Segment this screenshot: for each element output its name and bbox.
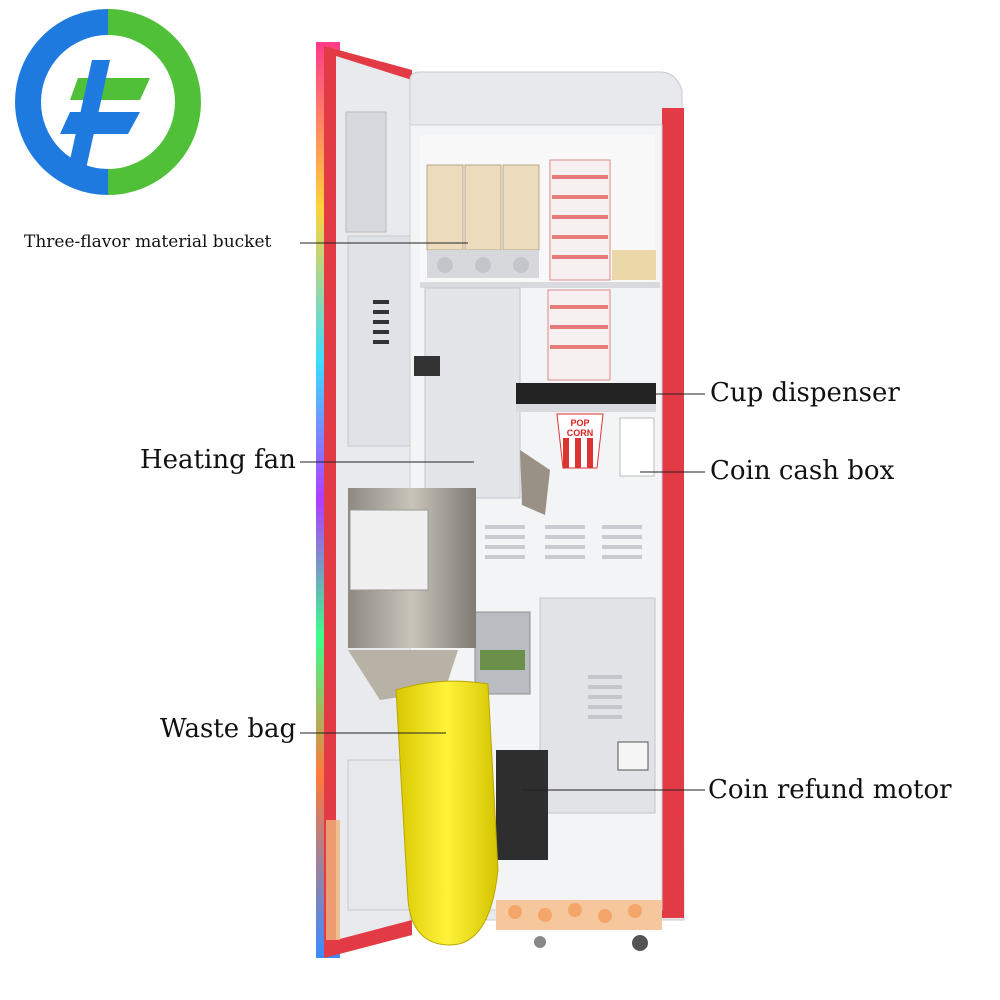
label-heating-fan: Heating fan <box>140 445 296 475</box>
label-waste-bag: Waste bag <box>160 714 297 744</box>
machine-cabinet: POP CORN <box>348 71 685 951</box>
label-cup-dispenser: Cup dispenser <box>710 378 900 408</box>
leader-lines <box>300 242 705 791</box>
brand-logo-icon <box>15 9 201 195</box>
label-three-flavor-material-bucket: Three-flavor material bucket <box>24 232 272 252</box>
cup-text-corn: CORN <box>567 428 594 438</box>
cup-text-pop: POP <box>570 418 589 428</box>
label-coin-cash-box: Coin cash box <box>710 456 895 486</box>
label-coin-refund-motor: Coin refund motor <box>708 775 952 805</box>
